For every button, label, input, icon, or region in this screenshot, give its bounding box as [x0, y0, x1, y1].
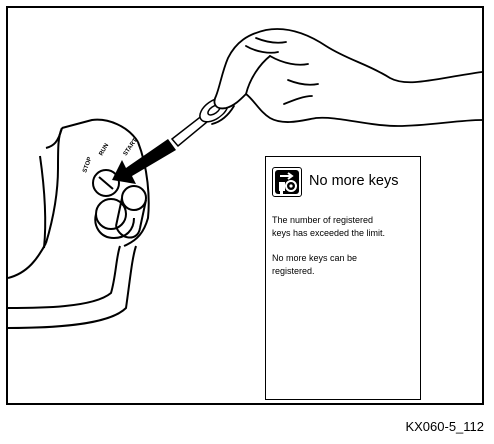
insertion-arrow [112, 139, 176, 184]
key-registration-icon [272, 167, 302, 197]
figure-frame: STOP RUN START [6, 6, 484, 405]
figure-code: KX060-5_112 [405, 419, 484, 434]
detail-line: No more keys can be [272, 253, 357, 263]
detail-paragraph: No more keys can be registered. [272, 252, 420, 278]
run-label: RUN [99, 143, 111, 157]
screen-message: The number of registered keys has exceed… [272, 214, 420, 290]
stop-label: STOP [82, 156, 93, 173]
start-label: START [123, 137, 139, 157]
screen-title: No more keys [309, 173, 398, 189]
message-line: keys has exceeded the limit. [272, 228, 385, 238]
message-line: The number of registered [272, 215, 373, 225]
detail-line: registered. [272, 266, 315, 276]
screen-header: No more keys [272, 167, 416, 197]
display-screen: No more keys The number of registered ke… [265, 156, 421, 400]
hand [212, 29, 482, 126]
message-paragraph: The number of registered keys has exceed… [272, 214, 420, 240]
